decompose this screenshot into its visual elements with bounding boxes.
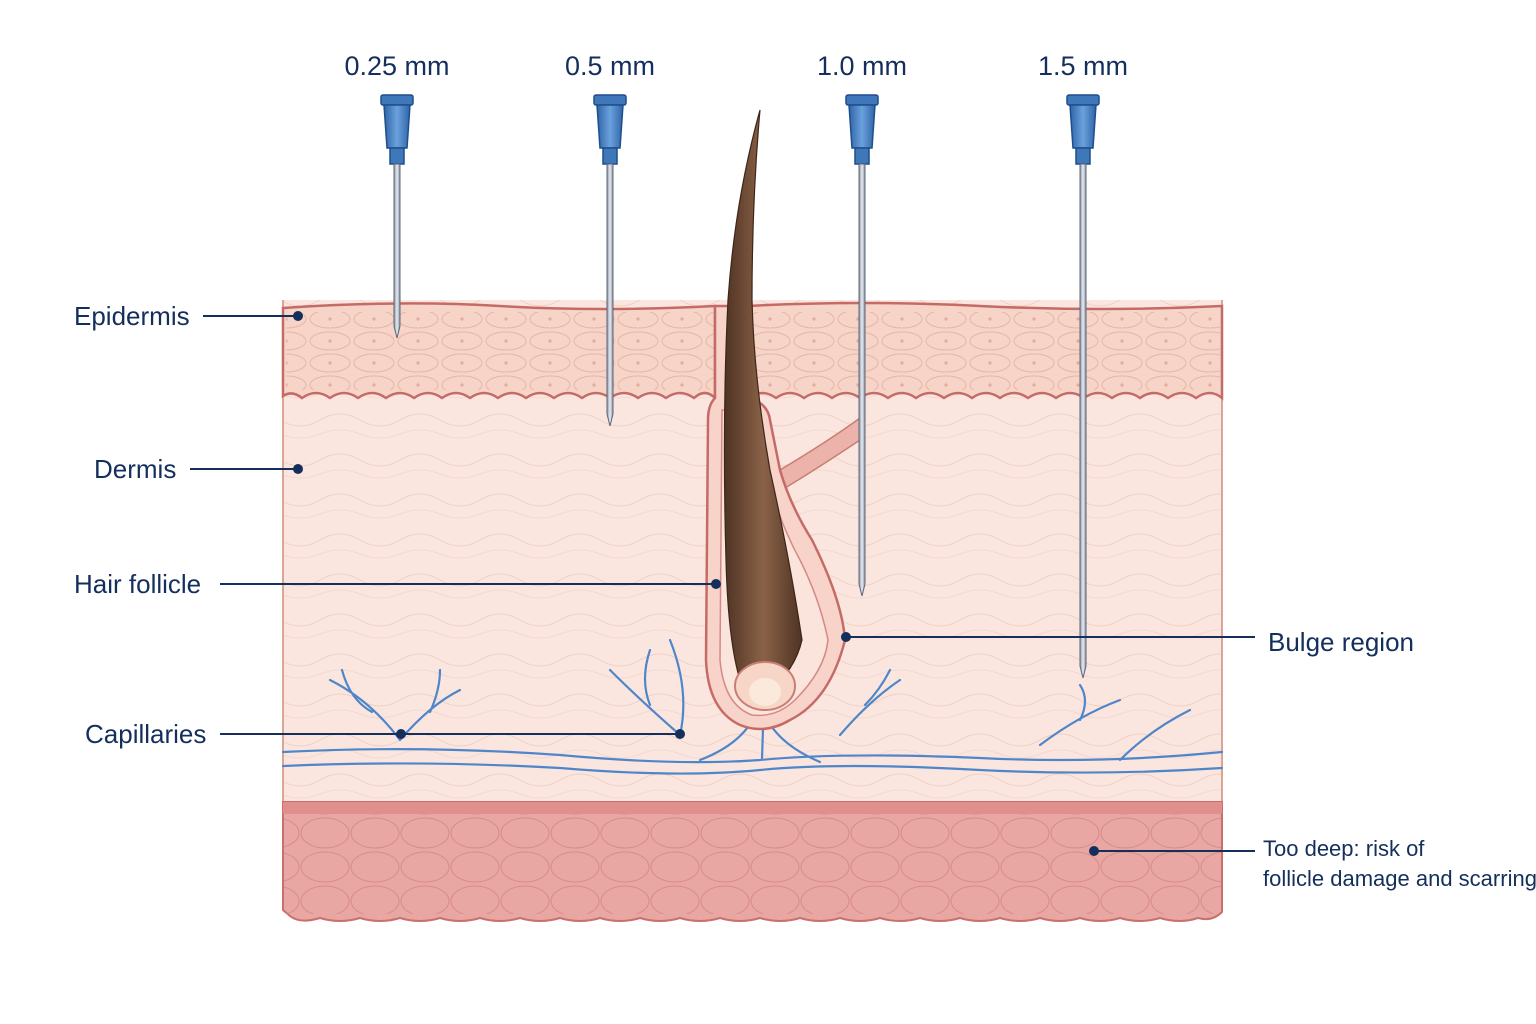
leader-dot [293, 311, 303, 321]
label-too-deep-line2: follicle damage and scarring [1263, 866, 1536, 891]
needle-0.5mm [593, 94, 627, 427]
needle-shaft [393, 163, 401, 339]
label-epidermis: Epidermis [74, 301, 190, 331]
leader-dot [1089, 846, 1099, 856]
label-too-deep: Too deep: risk of follicle damage and sc… [1263, 834, 1536, 894]
needle-hub-neck [602, 147, 618, 165]
leader-lines [190, 311, 1255, 856]
needle-depth-label-0.5mm: 0.5 mm [564, 51, 656, 81]
leader-capillaries [220, 729, 685, 739]
needle-hub-neck [389, 147, 405, 165]
needle-hub-cap [1066, 94, 1100, 106]
needle-hub [383, 104, 411, 149]
needle-shaft [1079, 163, 1087, 679]
needle-1.5mm [1066, 94, 1100, 679]
needle-depth-label-1.5mm: 1.5 mm [1037, 51, 1129, 81]
needle-depth-label-0.25mm: 0.25 mm [344, 51, 450, 81]
label-hair-follicle: Hair follicle [74, 569, 202, 599]
leader-dermis [190, 464, 303, 474]
label-capillaries: Capillaries [85, 719, 207, 749]
label-too-deep-line1: Too deep: risk of [1263, 836, 1425, 861]
needle-1.0mm [845, 94, 879, 597]
needle-hub-neck [854, 147, 870, 165]
leader-dot [293, 464, 303, 474]
needle-depth-label-1.0mm: 1.0 mm [816, 51, 908, 81]
needle-shaft [858, 163, 866, 597]
needle-hub [596, 104, 624, 149]
needle-hub-cap [380, 94, 414, 106]
leader-dot [396, 729, 406, 739]
needle-hub [848, 104, 876, 149]
needle-0.25mm [380, 94, 414, 339]
leader-bulge-region [841, 632, 1255, 642]
needle-shaft [606, 163, 614, 427]
microneedles [380, 94, 1100, 679]
leader-epidermis [203, 311, 303, 321]
hair-follicle [704, 109, 847, 731]
needle-hub-cap [845, 94, 879, 106]
needle-hub-cap [593, 94, 627, 106]
leader-hair-follicle [220, 579, 721, 589]
leader-dot [675, 729, 685, 739]
needle-hub-neck [1075, 147, 1091, 165]
subcutaneous-layer [282, 801, 1223, 922]
label-dermis: Dermis [94, 454, 177, 484]
leader-dot [841, 632, 851, 642]
needle-hub [1069, 104, 1097, 149]
leader-dot [711, 579, 721, 589]
label-bulge-region: Bulge region [1268, 627, 1414, 657]
leader-too-deep [1089, 846, 1255, 856]
